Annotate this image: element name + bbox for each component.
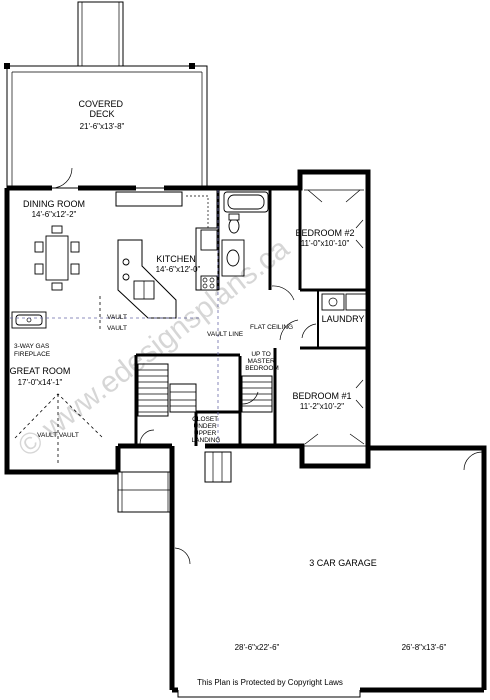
bathroom-fixtures bbox=[221, 191, 269, 277]
dining-room-name: DINING ROOM bbox=[23, 199, 85, 209]
great-room-name: GREAT ROOM bbox=[10, 366, 71, 376]
vault-vault-note: VAULT VAULT bbox=[37, 432, 79, 439]
laundry-fixtures bbox=[321, 293, 367, 311]
up-to-master-line3: BEDROOM bbox=[245, 365, 279, 372]
stairs-down bbox=[137, 363, 197, 417]
covered-deck-name-line2: DECK bbox=[89, 109, 114, 119]
entry-stairs bbox=[117, 451, 232, 513]
dining-room-dims: 14'-6"x12'-2" bbox=[32, 210, 77, 219]
exterior-walls bbox=[4, 169, 487, 698]
bedroom-1-name: BEDROOM #1 bbox=[292, 391, 351, 401]
garage-name: 3 CAR GARAGE bbox=[309, 558, 377, 568]
copyright-footer: This Plan is Protected by Copyright Laws bbox=[197, 678, 343, 687]
fireplace bbox=[11, 311, 47, 329]
fireplace-note: 3-WAY GAS FIREPLACE bbox=[14, 343, 51, 358]
garage-dims-right: 26'-8"x13'-6" bbox=[402, 643, 447, 652]
fireplace-note-line2: FIREPLACE bbox=[14, 351, 51, 358]
closet-note-line3: UPPER bbox=[194, 430, 217, 437]
great-room-dims: 17'-0"x14'-1" bbox=[18, 378, 63, 387]
covered-deck-name-line1: COVERED bbox=[78, 99, 123, 109]
closet-note-line4: LANDING bbox=[192, 437, 221, 444]
closet-note: CLOSET UNDER UPPER LANDING bbox=[192, 416, 221, 444]
bedroom-1-dims: 11'-2"x10'-2" bbox=[300, 402, 344, 411]
fireplace-note-line1: 3-WAY GAS bbox=[14, 343, 50, 350]
covered-deck-dims: 21'-6"x13'-8" bbox=[80, 122, 125, 131]
bedroom-2-dims: 11'-0"x10'-10" bbox=[301, 239, 350, 248]
covered-deck bbox=[4, 1, 208, 189]
up-to-master-line2: MASTER bbox=[248, 358, 275, 365]
laundry-name: LAUNDRY bbox=[322, 314, 365, 324]
vault-line-note: VAULT LINE bbox=[207, 331, 244, 338]
dining-table bbox=[34, 225, 80, 291]
covered-deck-name: COVERED DECK bbox=[78, 99, 125, 119]
room-labels: COVERED DECK 21'-6"x13'-8" DINING ROOM 1… bbox=[10, 99, 447, 652]
windows bbox=[4, 185, 371, 475]
bedroom-2-name: BEDROOM #2 bbox=[295, 228, 354, 238]
vault-note-2: VAULT bbox=[107, 325, 127, 332]
stairs-up bbox=[241, 375, 273, 413]
vault-note-1: VAULT bbox=[107, 314, 127, 321]
kitchen-name: KITCHEN bbox=[156, 254, 196, 264]
kitchen-fixtures bbox=[115, 191, 219, 319]
ceiling-notes: VAULT VAULT VAULT LINE FLAT CEILING 3-WA… bbox=[14, 314, 293, 444]
flat-ceiling-note: FLAT CEILING bbox=[250, 324, 293, 331]
closet-note-line1: CLOSET bbox=[192, 416, 218, 423]
up-to-master-line1: UP TO bbox=[251, 351, 271, 358]
up-to-master-note: UP TO MASTER BEDROOM bbox=[245, 351, 279, 372]
garage-dims-left: 28'-6"x22'-6" bbox=[235, 643, 280, 652]
deck-stairs bbox=[77, 1, 124, 67]
closet-note-line2: UNDER bbox=[194, 423, 217, 430]
ceiling-lines bbox=[10, 190, 219, 466]
kitchen-dims: 14'-6"x12'-0" bbox=[156, 265, 201, 274]
